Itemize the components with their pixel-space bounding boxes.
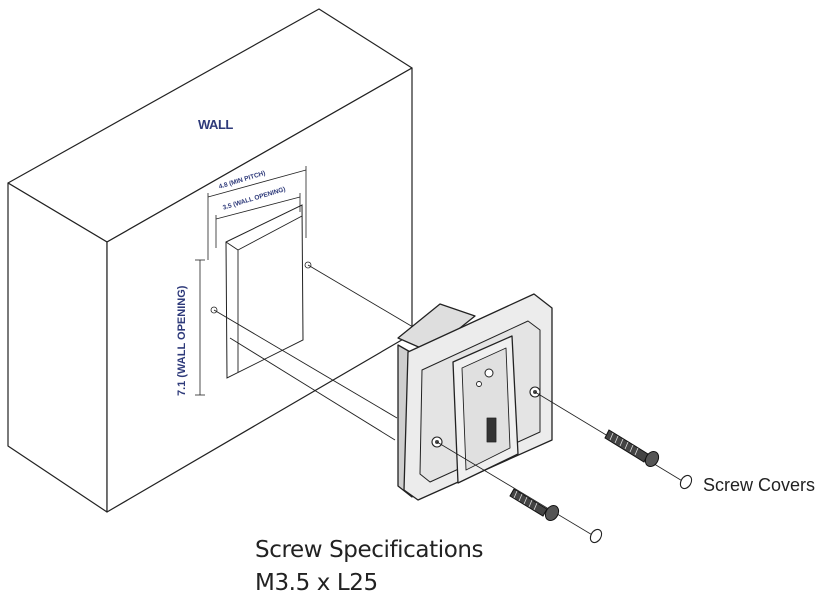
opening-outline — [225, 204, 304, 379]
wall-opening — [225, 204, 304, 379]
plate-module-inner — [461, 347, 511, 471]
dimension-lines — [195, 166, 312, 396]
dimension-side-label: 7.1 (WALL OPENING) — [176, 285, 188, 396]
screw-spec-value: M3.5 x L25 — [255, 570, 378, 596]
upper-screw — [604, 429, 660, 468]
upper-screw-cover — [679, 474, 693, 490]
wall-block — [7, 8, 413, 513]
screw-spec-title: Screw Specifications — [255, 537, 484, 563]
lower-screw-cover — [589, 528, 603, 544]
screw-covers-label: Screw Covers — [703, 475, 816, 495]
alignment-lines — [213, 264, 419, 441]
lower-screw — [509, 488, 560, 522]
wall-plate — [397, 293, 553, 501]
plate-port — [486, 417, 497, 443]
wall-label: WALL — [198, 117, 233, 132]
plate-indicator — [484, 368, 494, 378]
